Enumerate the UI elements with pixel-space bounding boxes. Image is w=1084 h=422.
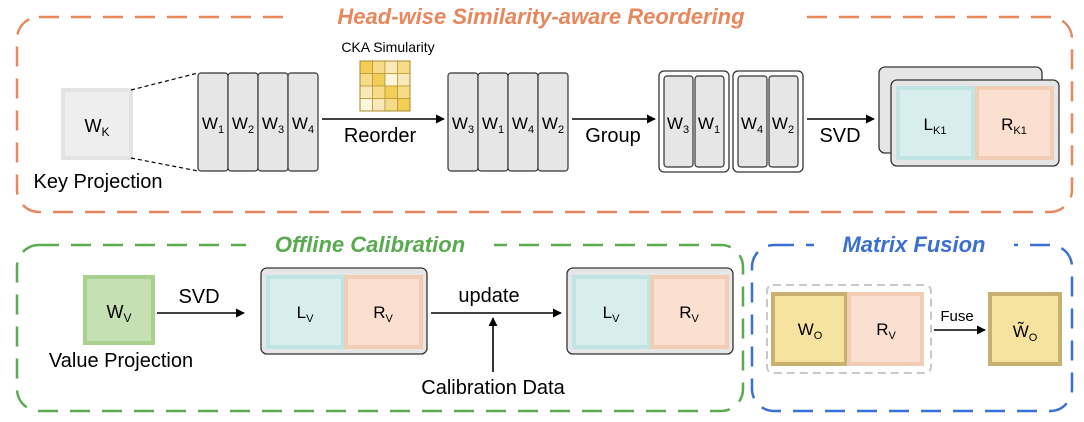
offline-calibration-frame [15,243,745,413]
value-weight-label: WV [106,302,131,325]
cka-heatmap [359,60,411,112]
head-label: W2 [542,114,564,136]
head-label: W4 [512,114,534,136]
heatmap-cell [372,60,386,74]
head-cell [537,72,569,172]
rv-label: RV [876,320,896,342]
r-factor-updated [650,275,729,349]
r-factor-value-label: RV [373,303,393,325]
r-factor-key [975,86,1054,160]
head-label: W2 [772,114,794,136]
heatmap-cell [359,98,373,112]
heatmap-cell [384,73,398,87]
head-cell [287,72,319,172]
r-factor-value [344,275,423,349]
l-factor-value-label: LV [297,303,314,325]
l-factor-key [896,86,975,160]
key-projection-label: Key Projection [34,171,163,193]
grouped-heads: W3 W1 W4 W2 [658,70,804,173]
head-label: W1 [202,114,224,136]
heatmap-cell [397,98,411,112]
heatmap-cell [384,98,398,112]
key-weight-box [61,88,133,160]
head-label: W2 [232,114,254,136]
wo-fused-label: W̃O [1013,321,1038,344]
initial-heads: W1 W2 W3 W4 [197,72,319,172]
value-projection-label: Value Projection [49,350,193,372]
head-cell [737,75,768,168]
head-label: W4 [292,114,314,136]
heatmap-cell [372,85,386,99]
value-weight-box [83,275,155,345]
heatmap-cell [372,98,386,112]
heatmap-cell [372,73,386,87]
calibration-data-label: Calibration Data [421,377,565,399]
heatmap-cell [359,73,373,87]
head-label: W4 [741,114,763,136]
rv-box [847,292,924,366]
wo-box [771,292,848,366]
head-label: W3 [262,114,284,136]
l-factor-value [266,275,345,349]
group-label: Group [585,125,641,147]
heatmap-cell [384,85,398,99]
zoom-line-bottom [130,157,199,172]
l-factor-updated [572,275,651,349]
reordered-heads: W3 W1 W4 W2 [447,72,569,172]
offline-calibration-title: Offline Calibration [275,232,465,257]
key-factor-stack: LK1 RK1 [878,66,1060,167]
offline-calibration-section: Offline Calibration WV Value Projection … [15,230,745,413]
head-cell [694,75,725,168]
key-weight-label: WK [84,116,109,139]
head-reordering-title: Head-wise Similarity-aware Reordering [337,4,745,29]
heatmap-cell [384,60,398,74]
head-cell [663,75,694,168]
wo-fused-box [988,292,1062,366]
l-factor-key-label: LK1 [924,115,947,137]
head-reordering-section: Head-wise Similarity-aware Reordering WK… [15,2,1074,214]
zoom-line-top [130,72,199,91]
heatmap-cell [359,85,373,99]
head-label: W3 [667,114,689,136]
fusion-input-frame [766,284,932,374]
svd-label-value: SVD [178,286,219,308]
matrix-fusion-title: Matrix Fusion [842,232,985,257]
wo-label: WO [798,320,823,342]
cka-similarity-label: CKA Simularity [341,39,434,55]
l-factor-updated-label: LV [603,303,620,325]
heatmap-cell [397,85,411,99]
heatmap-frame [359,60,411,112]
heatmap-cell [359,60,373,74]
heatmap-cell [397,73,411,87]
heatmap-cell [397,60,411,74]
matrix-fusion-section: Matrix Fusion WO RV Fuse W̃O [750,230,1074,413]
svd-label-key: SVD [819,125,860,147]
update-label: update [458,285,519,307]
head-reordering-frame [15,15,1074,214]
r-factor-updated-label: RV [679,303,699,325]
reorder-label: Reorder [344,125,417,147]
r-factor-key-label: RK1 [1001,115,1027,137]
head-label: W3 [452,114,474,136]
head-label: W1 [482,114,504,136]
fuse-label: Fuse [940,308,973,325]
head-label: W1 [698,114,720,136]
head-cell [768,75,799,168]
